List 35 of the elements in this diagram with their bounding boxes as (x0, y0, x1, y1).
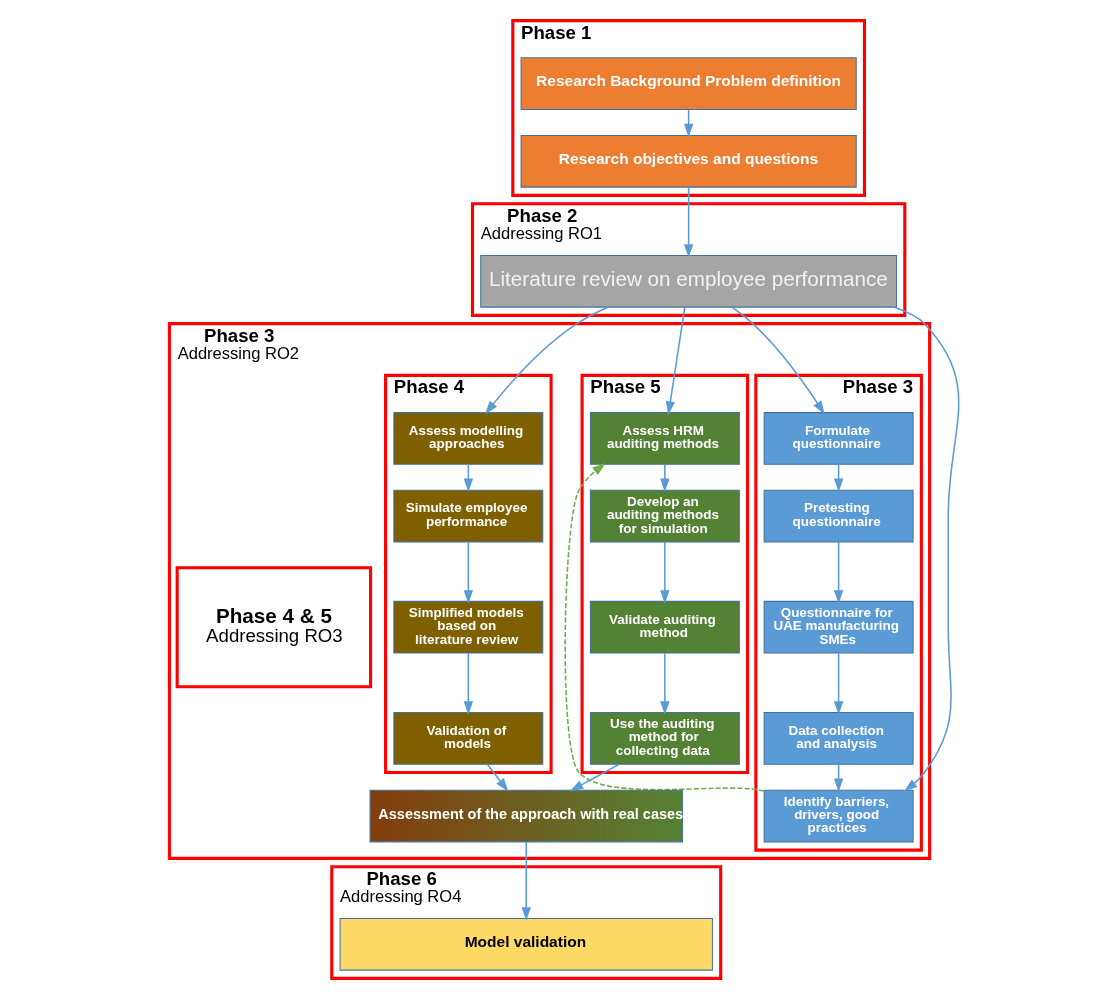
node-box: Use the auditing method for collecting data (589, 712, 740, 765)
arrow (660, 541, 670, 604)
node-box: Research Background Problem definition (520, 57, 857, 111)
node-box: Pretesting questionnaire (763, 489, 914, 543)
arrow (463, 541, 474, 604)
node-box: Develop an auditing methods for simulation (589, 489, 740, 543)
node-box: Validate auditing method (589, 600, 740, 654)
arrow (893, 306, 960, 792)
arrow (731, 306, 825, 415)
node-box: Validation of models (393, 712, 544, 765)
node-box: Model validation (339, 917, 713, 971)
node-box: Assess HRM auditing methods (589, 412, 740, 465)
node-box: Identify barriers, drivers, good practices (763, 789, 914, 843)
arrow (569, 763, 620, 792)
node-box: Assess modelling approaches (393, 412, 544, 465)
arrow (683, 186, 694, 258)
arrow (833, 541, 844, 604)
arrow (485, 306, 609, 415)
arrow (521, 841, 531, 921)
node-box: Questionnaire for UAE manufacturing SMEs (763, 600, 914, 654)
arrow (665, 306, 686, 415)
node-box: Simulate employee performance (393, 489, 544, 543)
arrow (660, 652, 670, 715)
node-box: Research objectives and questions (520, 134, 857, 188)
arrow (564, 463, 765, 792)
arrow (833, 652, 844, 715)
arrow (463, 652, 474, 715)
node-box: Literature review on employee performance (480, 254, 898, 308)
node-box: Data collection and analysis (763, 712, 914, 765)
node-box: Phase 4 & 5 Addressing RO3 (175, 566, 373, 689)
node-box: Simplified models based on literature review (393, 600, 544, 654)
arrow (486, 763, 509, 792)
arrow (660, 463, 670, 493)
node-box: Formulate questionnaire (763, 412, 914, 465)
node-box: Assessment of the approach with real cases (369, 789, 683, 843)
